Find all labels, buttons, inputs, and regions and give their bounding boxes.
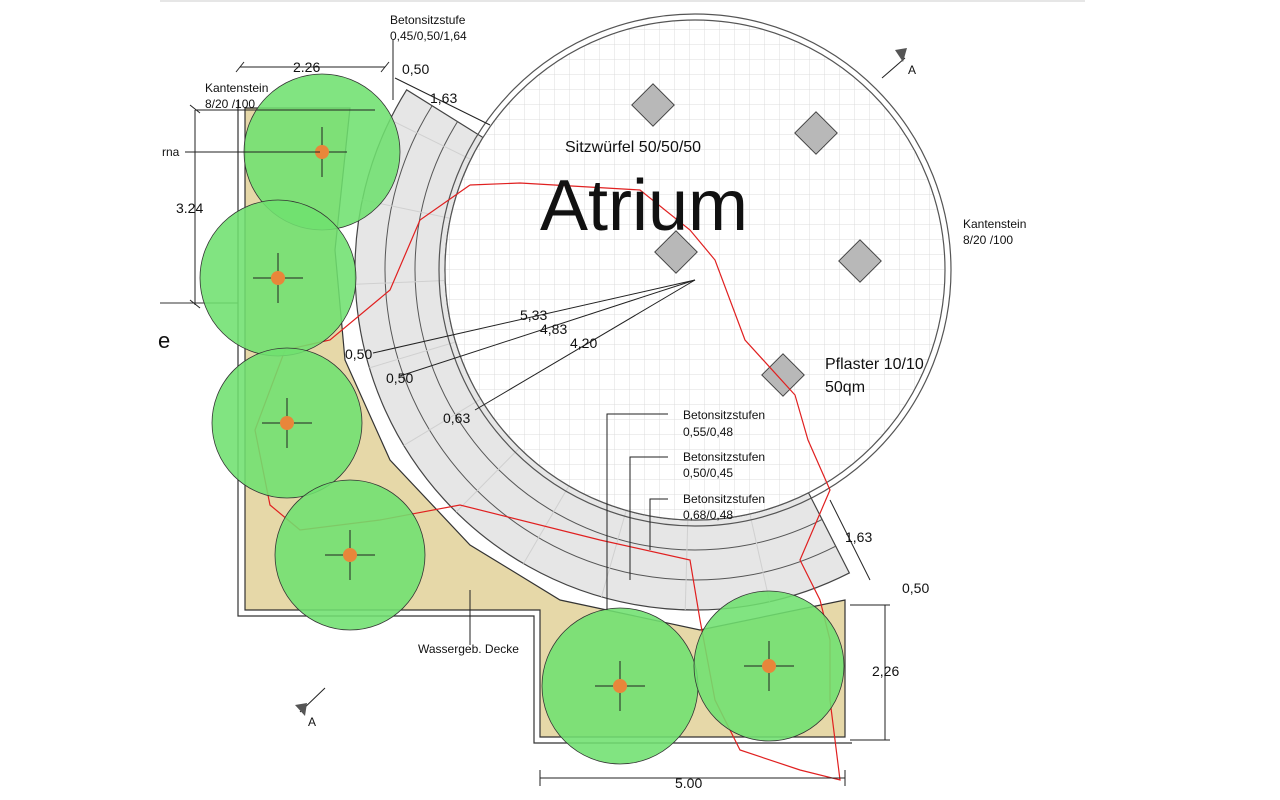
label-stufen-2: Betonsitzstufen (683, 450, 765, 464)
seat-cube (838, 239, 882, 283)
seat-cube (761, 353, 805, 397)
dim-step-b: 0,50 (386, 370, 413, 386)
tree-trunk-marker (271, 271, 285, 285)
dim-right-offset: 0,50 (902, 580, 929, 596)
seat-cube (794, 111, 838, 155)
step-edge (384, 105, 836, 581)
dim-bottom-width: 5.00 (675, 775, 702, 791)
label-pflaster: Pflaster 10/10 (825, 356, 924, 373)
label-decke: Wassergeb. Decke (418, 642, 519, 656)
step-joint (749, 513, 771, 602)
tree-trunk-marker (762, 659, 776, 673)
dim-radius-mid: 4,83 (540, 321, 567, 337)
label-stufen-1-dims: 0,55/0,48 (683, 425, 733, 439)
step-joint (684, 519, 689, 610)
label-stufen-2-dims: 0,50/0,45 (683, 466, 733, 480)
label-betonsitzstufe: Betonsitzstufe (390, 13, 466, 27)
label-kantenstein-left: Kantenstein (205, 81, 268, 95)
dimension-labels: 2.26 0,50 1,63 3.24 5,33 4,83 4,20 0,50 … (176, 59, 929, 791)
tree-trunk-marker (315, 145, 329, 159)
section-marker-bottom: A (295, 687, 326, 729)
step-joint (600, 510, 627, 598)
label-partial: rna (162, 145, 180, 159)
tree (693, 590, 845, 742)
tree-trunk-marker (280, 416, 294, 430)
seat-cubes (631, 83, 882, 397)
step-joint (455, 447, 520, 513)
section-label: A (308, 715, 316, 729)
dim-right-height: 2,26 (872, 663, 899, 679)
tree (211, 347, 363, 499)
dim-step-c: 0,63 (443, 410, 470, 426)
tree (199, 199, 357, 357)
dim-top-step: 1,63 (430, 90, 457, 106)
tree-trunk-marker (343, 548, 357, 562)
dim-top-width: 2.26 (293, 59, 320, 75)
step-edge (414, 121, 823, 551)
trees (199, 73, 845, 765)
dim-step-a: 0,50 (345, 346, 372, 362)
radius-dimension-lines (372, 279, 696, 411)
title: Atrium (540, 166, 748, 246)
label-stufen-1: Betonsitzstufen (683, 408, 765, 422)
tree (541, 607, 699, 765)
step-joint (523, 485, 570, 564)
dim-top-offset: 0,50 (402, 61, 429, 77)
step-joint (403, 398, 482, 446)
tree-trunk-marker (613, 679, 627, 693)
edge-stone-ring (438, 13, 952, 527)
tree (274, 479, 426, 631)
step-joint (355, 280, 446, 285)
label-kantenstein-right-dims: 8/20 /100 (963, 233, 1013, 247)
label-kantenstein-right: Kantenstein (963, 217, 1026, 231)
label-betonsitzstufe-dims: 0,45/0,50/1,64 (390, 29, 467, 43)
seat-cube (631, 83, 675, 127)
label-pflaster-area: 50qm (825, 379, 865, 396)
section-marker-top: A (881, 48, 916, 79)
label-stufen-3: Betonsitzstufen (683, 492, 765, 506)
label-stufen-3-dims: 0,68/0,48 (683, 508, 733, 522)
seat-cube (654, 230, 698, 274)
step-joint (389, 119, 471, 160)
step-joint (369, 341, 456, 369)
dim-radius-inner: 4,20 (570, 335, 597, 351)
dim-left-height: 3.24 (176, 200, 203, 216)
section-label: A (908, 63, 916, 77)
label-kantenstein-left-dims: 8/20 /100 (205, 97, 255, 111)
label-sitzwuerfel: Sitzwürfel 50/50/50 (565, 139, 701, 156)
dimension-lines (185, 40, 890, 786)
label-partial-edge: e (158, 328, 170, 353)
dim-right-step: 1,63 (845, 529, 872, 545)
dim-radius-outer: 5,33 (520, 307, 547, 323)
